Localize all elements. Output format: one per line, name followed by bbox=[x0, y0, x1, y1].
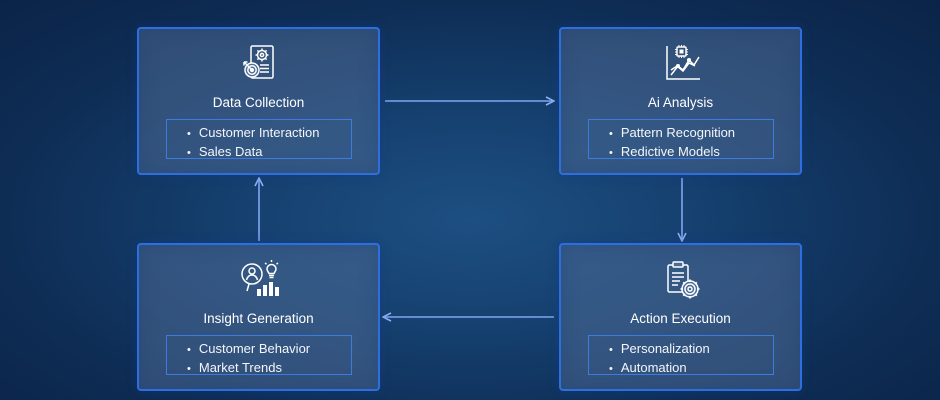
bullet-item: Automation bbox=[609, 359, 773, 378]
bullet-list: Pattern Recognition Redictive Models bbox=[588, 119, 774, 159]
node-title: Data Collection bbox=[212, 95, 305, 110]
node-title: Ai Analysis bbox=[647, 95, 714, 110]
bullet-item: Redictive Models bbox=[609, 143, 773, 162]
bullet-item: Sales Data bbox=[187, 143, 351, 162]
node-action-execution: Action Execution Personalization Automat… bbox=[559, 243, 802, 391]
node-insight-generation: Insight Generation Customer Behavior Mar… bbox=[137, 243, 380, 391]
node-ai-analysis: Ai Analysis Pattern Recognition Redictiv… bbox=[559, 27, 802, 175]
bullet-list: Personalization Automation bbox=[588, 335, 774, 375]
bullet-list: Customer Interaction Sales Data bbox=[166, 119, 352, 159]
bullet-item: Market Trends bbox=[187, 359, 351, 378]
bullet-item: Customer Interaction bbox=[187, 124, 351, 143]
person-lightbulb-bar-chart-icon bbox=[241, 260, 279, 296]
chip-line-chart-icon bbox=[666, 45, 700, 80]
node-title: Action Execution bbox=[630, 311, 731, 326]
bullet-item: Pattern Recognition bbox=[609, 124, 773, 143]
node-title: Insight Generation bbox=[203, 311, 314, 326]
bullet-item: Personalization bbox=[609, 340, 773, 359]
gear-document-target-icon bbox=[243, 45, 274, 79]
bullet-item: Customer Behavior bbox=[187, 340, 351, 359]
bullet-list: Customer Behavior Market Trends bbox=[166, 335, 352, 375]
node-data-collection: Data Collection Customer Interaction Sal… bbox=[137, 27, 380, 175]
clipboard-gear-icon bbox=[667, 261, 700, 299]
